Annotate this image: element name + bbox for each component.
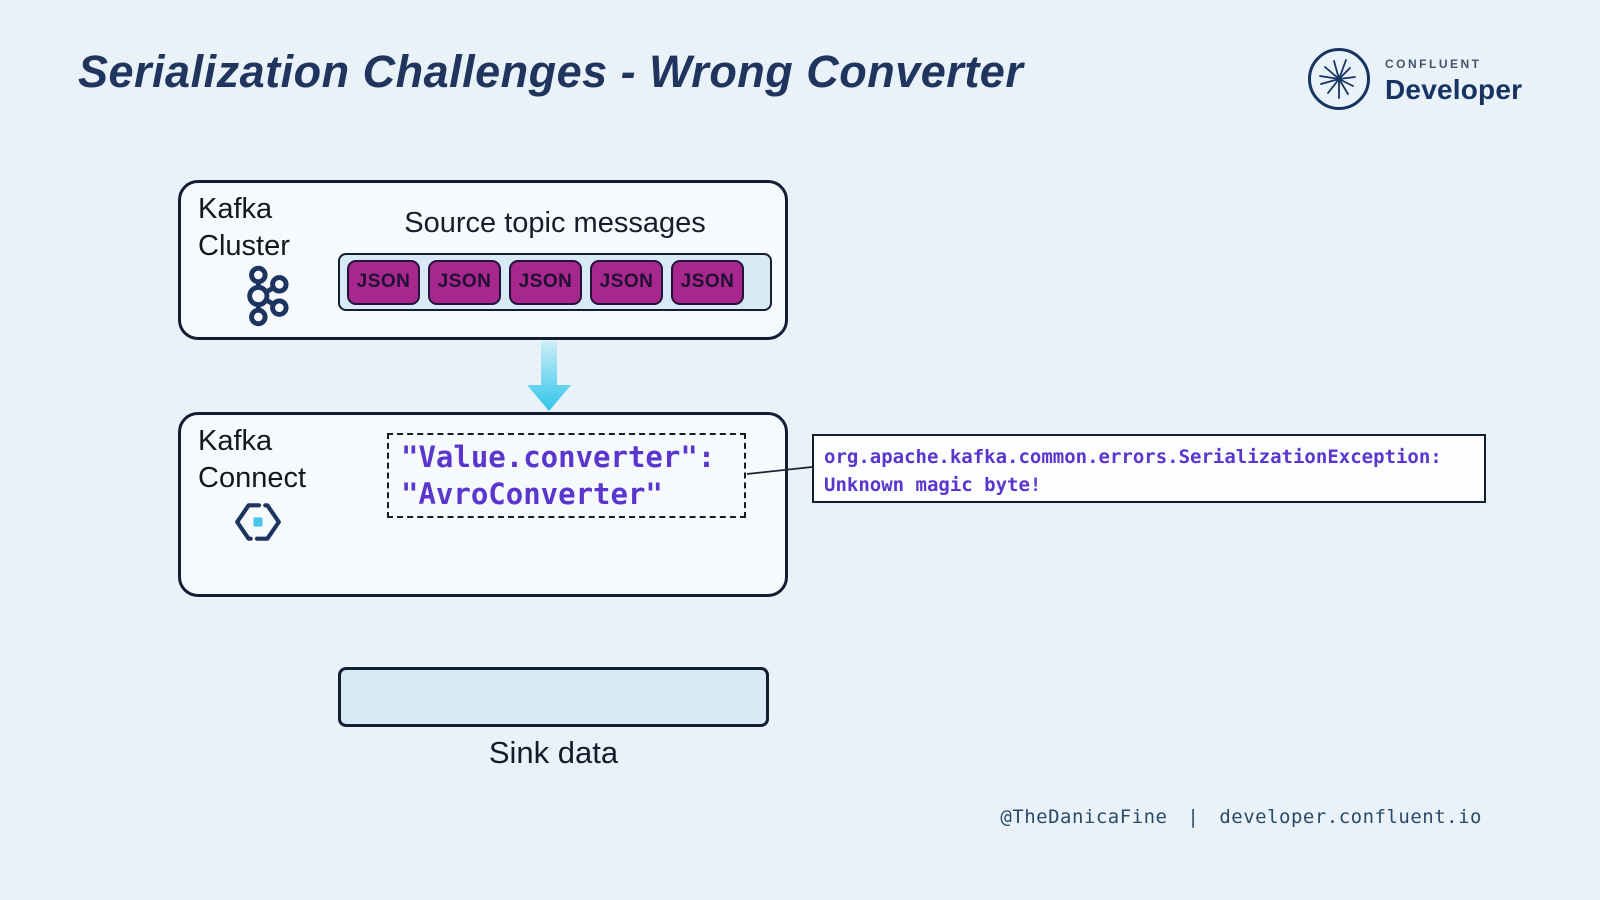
kafka-logo-icon [235, 265, 291, 332]
config-line-2: "AvroConverter" [401, 477, 663, 511]
footer-site: developer.confluent.io [1219, 806, 1482, 828]
logo-product-label: Developer [1385, 74, 1523, 105]
config-line-1: "Value.converter": [401, 440, 716, 474]
kafka-connect-label: Kafka Connect [198, 425, 307, 494]
source-topic-strip: JSON JSON JSON JSON JSON [338, 253, 772, 311]
serialization-exception-callout: org.apache.kafka.common.errors.Serializa… [812, 434, 1486, 503]
exception-line-1: org.apache.kafka.common.errors.Serializa… [824, 446, 1442, 468]
sink-data-box [338, 667, 769, 727]
kafka-connect-icon [233, 501, 283, 548]
logo-text: CONFLUENT Developer [1385, 57, 1522, 106]
flow-down-arrow-icon [526, 341, 572, 416]
logo-brand-label: CONFLUENT [1385, 57, 1482, 71]
footer-credit: @TheDanicaFine | developer.confluent.io [996, 806, 1486, 828]
confluent-developer-logo: CONFLUENT Developer [1306, 46, 1522, 117]
json-message-badge: JSON [428, 259, 501, 305]
kafka-cluster-box: Kafka Cluster Source topic messages [178, 180, 788, 340]
kafka-connect-box: Kafka Connect [178, 412, 788, 597]
sink-data-label: Sink data [488, 735, 619, 770]
callout-connector-line [744, 460, 814, 485]
footer-handle: @TheDanicaFine [1000, 806, 1168, 828]
exception-line-2: Unknown magic byte! [824, 474, 1042, 496]
source-topic-title: Source topic messages [404, 207, 706, 239]
page-title: Serialization Challenges - Wrong Convert… [78, 46, 1024, 97]
confluent-spark-icon [1306, 46, 1372, 117]
json-message-badge: JSON [347, 259, 420, 305]
converter-config-code: "Value.converter": "AvroConverter" [387, 433, 746, 518]
kafka-cluster-label: Kafka Cluster [198, 193, 290, 262]
json-message-badge: JSON [671, 259, 744, 305]
json-message-badge: JSON [590, 259, 663, 305]
json-message-badge: JSON [509, 259, 582, 305]
footer-separator: | [1187, 806, 1200, 828]
